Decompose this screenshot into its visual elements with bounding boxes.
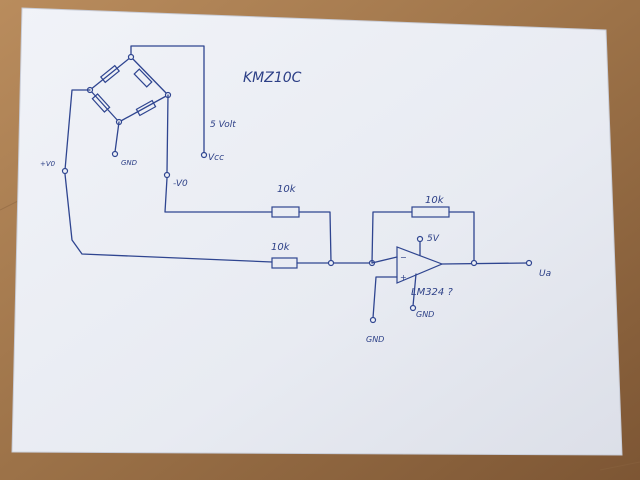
bridge-resistor-1 [99, 64, 121, 84]
plus-v0-label: +V0 [40, 160, 56, 168]
r1-right-wire [298, 211, 332, 263]
bridge-gnd-terminal [111, 150, 119, 158]
vcc-terminal [200, 151, 208, 159]
minus-v0-terminal [163, 171, 171, 179]
output-terminal [525, 259, 533, 267]
opamp-supply-label: 5V [427, 234, 440, 244]
bridge-resistor-4 [135, 99, 157, 117]
vcc-label: Vcc [208, 153, 224, 163]
input-gnd-terminal [369, 316, 377, 324]
feedback-left-wire [371, 211, 413, 264]
noninverting-input-wire [372, 276, 398, 319]
minus-v0-to-r1-wire [164, 177, 273, 213]
sensor-model-title: KMZ10C [243, 70, 302, 86]
opamp-gnd-terminal [409, 304, 417, 312]
supply-note: 5 Volt [210, 120, 236, 130]
opamp-minus-sign: − [400, 253, 407, 262]
bridge-gnd-label: GND [121, 159, 138, 167]
opamp-gnd-wire [412, 273, 417, 307]
feedback-right-wire [448, 211, 475, 263]
opamp-gnd-label: GND [416, 310, 434, 319]
bridge-resistor-3 [91, 93, 111, 113]
opamp-supply-terminal [416, 235, 424, 243]
bridge-resistor-2 [133, 68, 153, 88]
input-gnd-label: GND [366, 335, 384, 344]
r1-label: 10k [277, 184, 297, 195]
output-wire [441, 262, 528, 265]
vcc-wire [130, 45, 205, 154]
feedback-resistor-label: 10k [425, 195, 445, 206]
output-label: Ua [539, 269, 551, 279]
opamp-model-label: LM324 ? [411, 287, 453, 298]
minus-v0-label: -V0 [173, 179, 188, 189]
opamp-triangle [396, 246, 444, 284]
opamp-plus-sign: + [400, 273, 407, 282]
plus-v0-wire [64, 89, 91, 171]
r2-label: 10k [271, 242, 291, 253]
inverting-input-wire [371, 256, 398, 264]
plus-v0-to-r2-wire [64, 173, 273, 263]
paper-sheet [11, 7, 623, 456]
plus-v0-terminal [61, 167, 69, 175]
minus-v0-wire [166, 94, 169, 173]
